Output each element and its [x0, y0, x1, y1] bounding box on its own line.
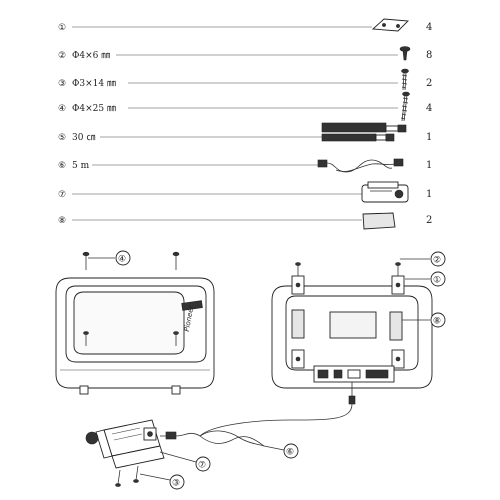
- medium-screw-icon: [133, 465, 139, 483]
- part-number: ⑧: [58, 216, 66, 226]
- parts-row-4: ④ Φ4×25 ㎜ 4: [58, 91, 432, 122]
- part-number: ②: [58, 51, 66, 61]
- long-screw-icon: [82, 251, 90, 270]
- parts-list: ① 4 ② Φ4×6 ㎜ 8 ③ Φ3×14 ㎜: [58, 18, 432, 230]
- long-screw-icon: [172, 251, 180, 270]
- callout-cable-6: ⑥: [286, 448, 294, 458]
- parts-row-6: ⑥ 5 m 1: [58, 158, 432, 173]
- part-quantity: 2: [426, 78, 432, 89]
- part-number: ⑤: [58, 133, 66, 143]
- amplifier-bottom-view: ② ① ⑧: [199, 251, 446, 437]
- part-number: ①: [58, 23, 66, 33]
- part-spec: Φ4×6 ㎜: [72, 51, 110, 61]
- part-number: ③: [58, 79, 66, 89]
- parts-row-3: ③ Φ3×14 ㎜ 2: [58, 68, 432, 91]
- part-quantity: 4: [426, 22, 432, 33]
- callout-bracket-1: ①: [433, 276, 441, 286]
- parts-row-5: ⑤ 30 ㎝ 1: [58, 122, 432, 143]
- mounting-bracket-icon: [391, 275, 405, 295]
- parts-row-7: ⑦ 1: [58, 181, 432, 203]
- medium-screw-icon: [401, 68, 409, 91]
- part-number: ④: [58, 104, 66, 114]
- parts-row-2: ② Φ4×6 ㎜ 8: [58, 46, 432, 61]
- part-spec: 5 m: [72, 161, 90, 171]
- part-spec: Φ4×25 ㎜: [72, 104, 116, 114]
- short-screw-icon: [399, 46, 411, 61]
- mounting-bracket-icon: [291, 275, 305, 295]
- part-spec: 30 ㎝: [72, 133, 95, 143]
- callout-pad-8: ⑧: [433, 317, 441, 327]
- part-quantity: 1: [426, 132, 432, 143]
- callout-screw-3: ③: [172, 479, 180, 489]
- callout-screw-2: ②: [433, 256, 441, 266]
- long-screw-icon: [400, 91, 410, 122]
- medium-screw-icon: [115, 469, 121, 487]
- mounting-bracket-icon: [371, 18, 410, 32]
- mounting-bracket-icon: [391, 349, 405, 369]
- parts-row-8: ⑧ 2: [58, 212, 432, 230]
- part-quantity: 1: [426, 189, 432, 200]
- part-quantity: 8: [426, 50, 432, 61]
- coiled-cable-icon: [317, 158, 404, 173]
- adhesive-pad-icon: [362, 212, 396, 230]
- parts-row-1: ① 4: [58, 18, 432, 33]
- callout-screw-4: ④: [118, 255, 126, 265]
- part-quantity: 4: [426, 103, 432, 114]
- mounting-bracket-icon: [291, 349, 305, 369]
- part-number: ⑦: [58, 190, 66, 200]
- part-quantity: 1: [426, 160, 432, 171]
- adhesive-pad-icon: [389, 311, 403, 341]
- amplifier-front-view: ④ Pioneer: [55, 250, 215, 395]
- callout-remote-7: ⑦: [198, 461, 206, 471]
- remote-installation: ⑥ ⑦ ③: [85, 419, 299, 490]
- remote-control-icon: [361, 181, 409, 203]
- cable-harness-icon: [321, 122, 407, 142]
- part-number: ⑥: [58, 161, 66, 171]
- adhesive-pad-icon: [291, 309, 305, 339]
- part-spec: Φ3×14 ㎜: [72, 79, 116, 89]
- part-quantity: 2: [426, 215, 432, 226]
